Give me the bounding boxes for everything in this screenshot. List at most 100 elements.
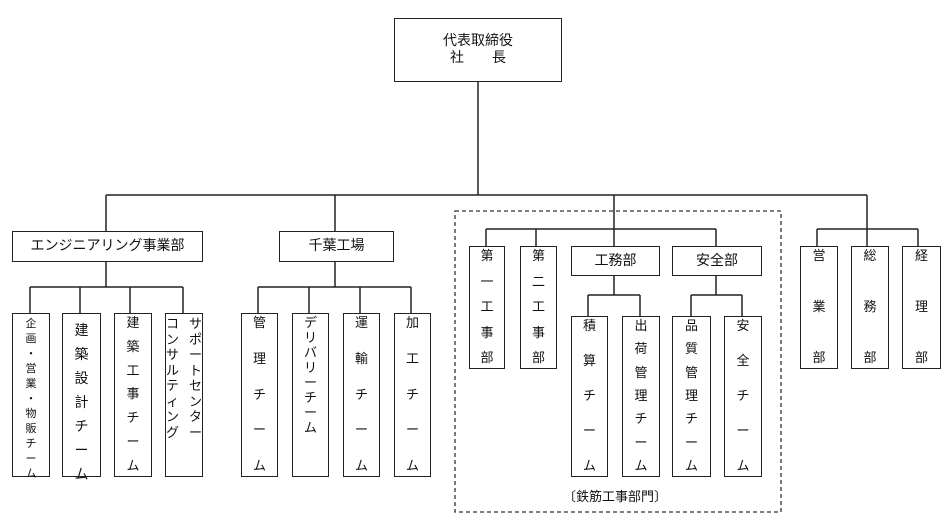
label-char: ・ bbox=[25, 392, 37, 405]
label-char: 画 bbox=[25, 332, 37, 345]
label-char: 第 bbox=[480, 249, 494, 264]
dept-box: 第二工事部 bbox=[520, 246, 557, 369]
label-char: 積 bbox=[582, 319, 596, 334]
label-char: 理 bbox=[252, 351, 266, 367]
label-char: リ bbox=[303, 361, 317, 376]
label-char: ト bbox=[188, 363, 202, 379]
label-char: ー bbox=[126, 435, 140, 451]
team-box: 企画・営業・物販チーム bbox=[12, 313, 50, 480]
label-char: チ bbox=[25, 437, 37, 450]
label-char: ム bbox=[405, 459, 419, 474]
chiba-factory-label: 千葉工場 bbox=[308, 238, 365, 254]
label-char: 工 bbox=[531, 300, 545, 315]
label-char: 管 bbox=[252, 316, 266, 331]
label-char: ル bbox=[166, 363, 180, 379]
label-char: チ bbox=[354, 387, 368, 403]
label-char: 事 bbox=[531, 325, 545, 341]
label-char: 工 bbox=[126, 363, 140, 379]
label-char: 経 bbox=[914, 249, 928, 264]
label-char: チ bbox=[684, 412, 698, 428]
label-char: 部 bbox=[480, 351, 494, 366]
label-char: 総 bbox=[863, 249, 877, 264]
ceo-title: 代表取締役 bbox=[443, 33, 513, 49]
label-char: 安 bbox=[736, 319, 750, 334]
label-char: テ bbox=[166, 379, 180, 394]
label-char: ポ bbox=[188, 332, 202, 348]
label-char: 質 bbox=[684, 342, 698, 358]
label-char: 営 bbox=[812, 249, 826, 264]
label-column: コンサルティング bbox=[166, 317, 179, 441]
label-char: リ bbox=[303, 331, 317, 346]
rebar-division-caption: 〔鉄筋工事部門〕 bbox=[563, 490, 668, 505]
label-char: ー bbox=[582, 424, 596, 439]
team-box: 積算チーム bbox=[571, 316, 608, 477]
engineering-division-box: エンジニアリング事業部 bbox=[12, 231, 203, 262]
label-char: 荷 bbox=[634, 342, 648, 358]
admin-dept-box: 経理部 bbox=[902, 246, 941, 369]
label-char: ィ bbox=[166, 394, 180, 410]
label-char: ・ bbox=[25, 347, 37, 360]
label-char: 管 bbox=[684, 365, 698, 381]
label-char: 品 bbox=[684, 319, 698, 334]
team-box: 建築工事チーム bbox=[114, 313, 152, 477]
label-char: ー bbox=[303, 376, 317, 391]
label-char: 業 bbox=[812, 300, 826, 315]
label-char: ー bbox=[74, 443, 89, 459]
label-char: サ bbox=[166, 348, 180, 363]
label-char: サ bbox=[188, 317, 202, 332]
team-box: 加工チーム bbox=[394, 313, 431, 477]
label-char: 築 bbox=[126, 339, 140, 355]
chiba-factory-box: 千葉工場 bbox=[279, 231, 394, 262]
team-box: 安全チーム bbox=[724, 316, 762, 477]
label-char: 事 bbox=[480, 325, 494, 341]
label-char: 営 bbox=[25, 362, 37, 375]
label-char: チ bbox=[126, 411, 140, 427]
label-char: 部 bbox=[863, 351, 877, 366]
team-box: デリバリーチーム bbox=[292, 313, 329, 477]
label-char: ー bbox=[188, 425, 202, 441]
label-char: 部 bbox=[531, 351, 545, 366]
label-char: 販 bbox=[25, 422, 37, 435]
label-char: ム bbox=[736, 459, 750, 474]
label-char: ー bbox=[303, 406, 317, 421]
label-char: ム bbox=[74, 467, 89, 483]
team-box: 建築設計チーム bbox=[62, 313, 101, 483]
dept-box: 第一工事部 bbox=[469, 246, 505, 369]
rebar-division-dashed-frame bbox=[454, 210, 782, 513]
label-char: 理 bbox=[634, 388, 648, 404]
label-char: 第 bbox=[531, 249, 545, 264]
team-box: 運輸チーム bbox=[343, 313, 380, 477]
label-char: 部 bbox=[812, 351, 826, 366]
label-char: タ bbox=[188, 410, 202, 425]
label-char: チ bbox=[303, 391, 317, 406]
label-char: 部 bbox=[914, 351, 928, 366]
label-char: 加 bbox=[405, 316, 419, 331]
label-char: チ bbox=[405, 387, 419, 403]
label-char: コ bbox=[166, 317, 180, 332]
label-char: 企 bbox=[25, 317, 37, 330]
label-char: ム bbox=[126, 458, 140, 474]
label-char: デ bbox=[303, 316, 317, 331]
label-char: 計 bbox=[74, 395, 89, 411]
label-char: 出 bbox=[634, 319, 648, 334]
label-char: ー bbox=[188, 348, 202, 363]
label-char: チ bbox=[634, 412, 648, 428]
label-char: 二 bbox=[531, 274, 545, 290]
label-char: ン bbox=[188, 394, 202, 410]
label-char: ム bbox=[25, 467, 37, 480]
label-char: ー bbox=[354, 423, 368, 439]
label-char: 工 bbox=[405, 351, 419, 367]
label-char: ム bbox=[252, 459, 266, 474]
koumu-dept-label: 工務部 bbox=[594, 252, 637, 269]
anzen-dept-label: 安全部 bbox=[696, 252, 738, 269]
label-char: ー bbox=[684, 435, 698, 451]
label-char: チ bbox=[736, 389, 750, 404]
label-char: セ bbox=[188, 379, 202, 394]
label-char: ン bbox=[166, 332, 180, 348]
label-char: バ bbox=[303, 346, 317, 361]
label-char: 管 bbox=[634, 365, 648, 381]
anzen-dept-box: 安全部 bbox=[672, 246, 762, 276]
label-char: 理 bbox=[914, 300, 928, 315]
label-char: 一 bbox=[480, 274, 494, 290]
